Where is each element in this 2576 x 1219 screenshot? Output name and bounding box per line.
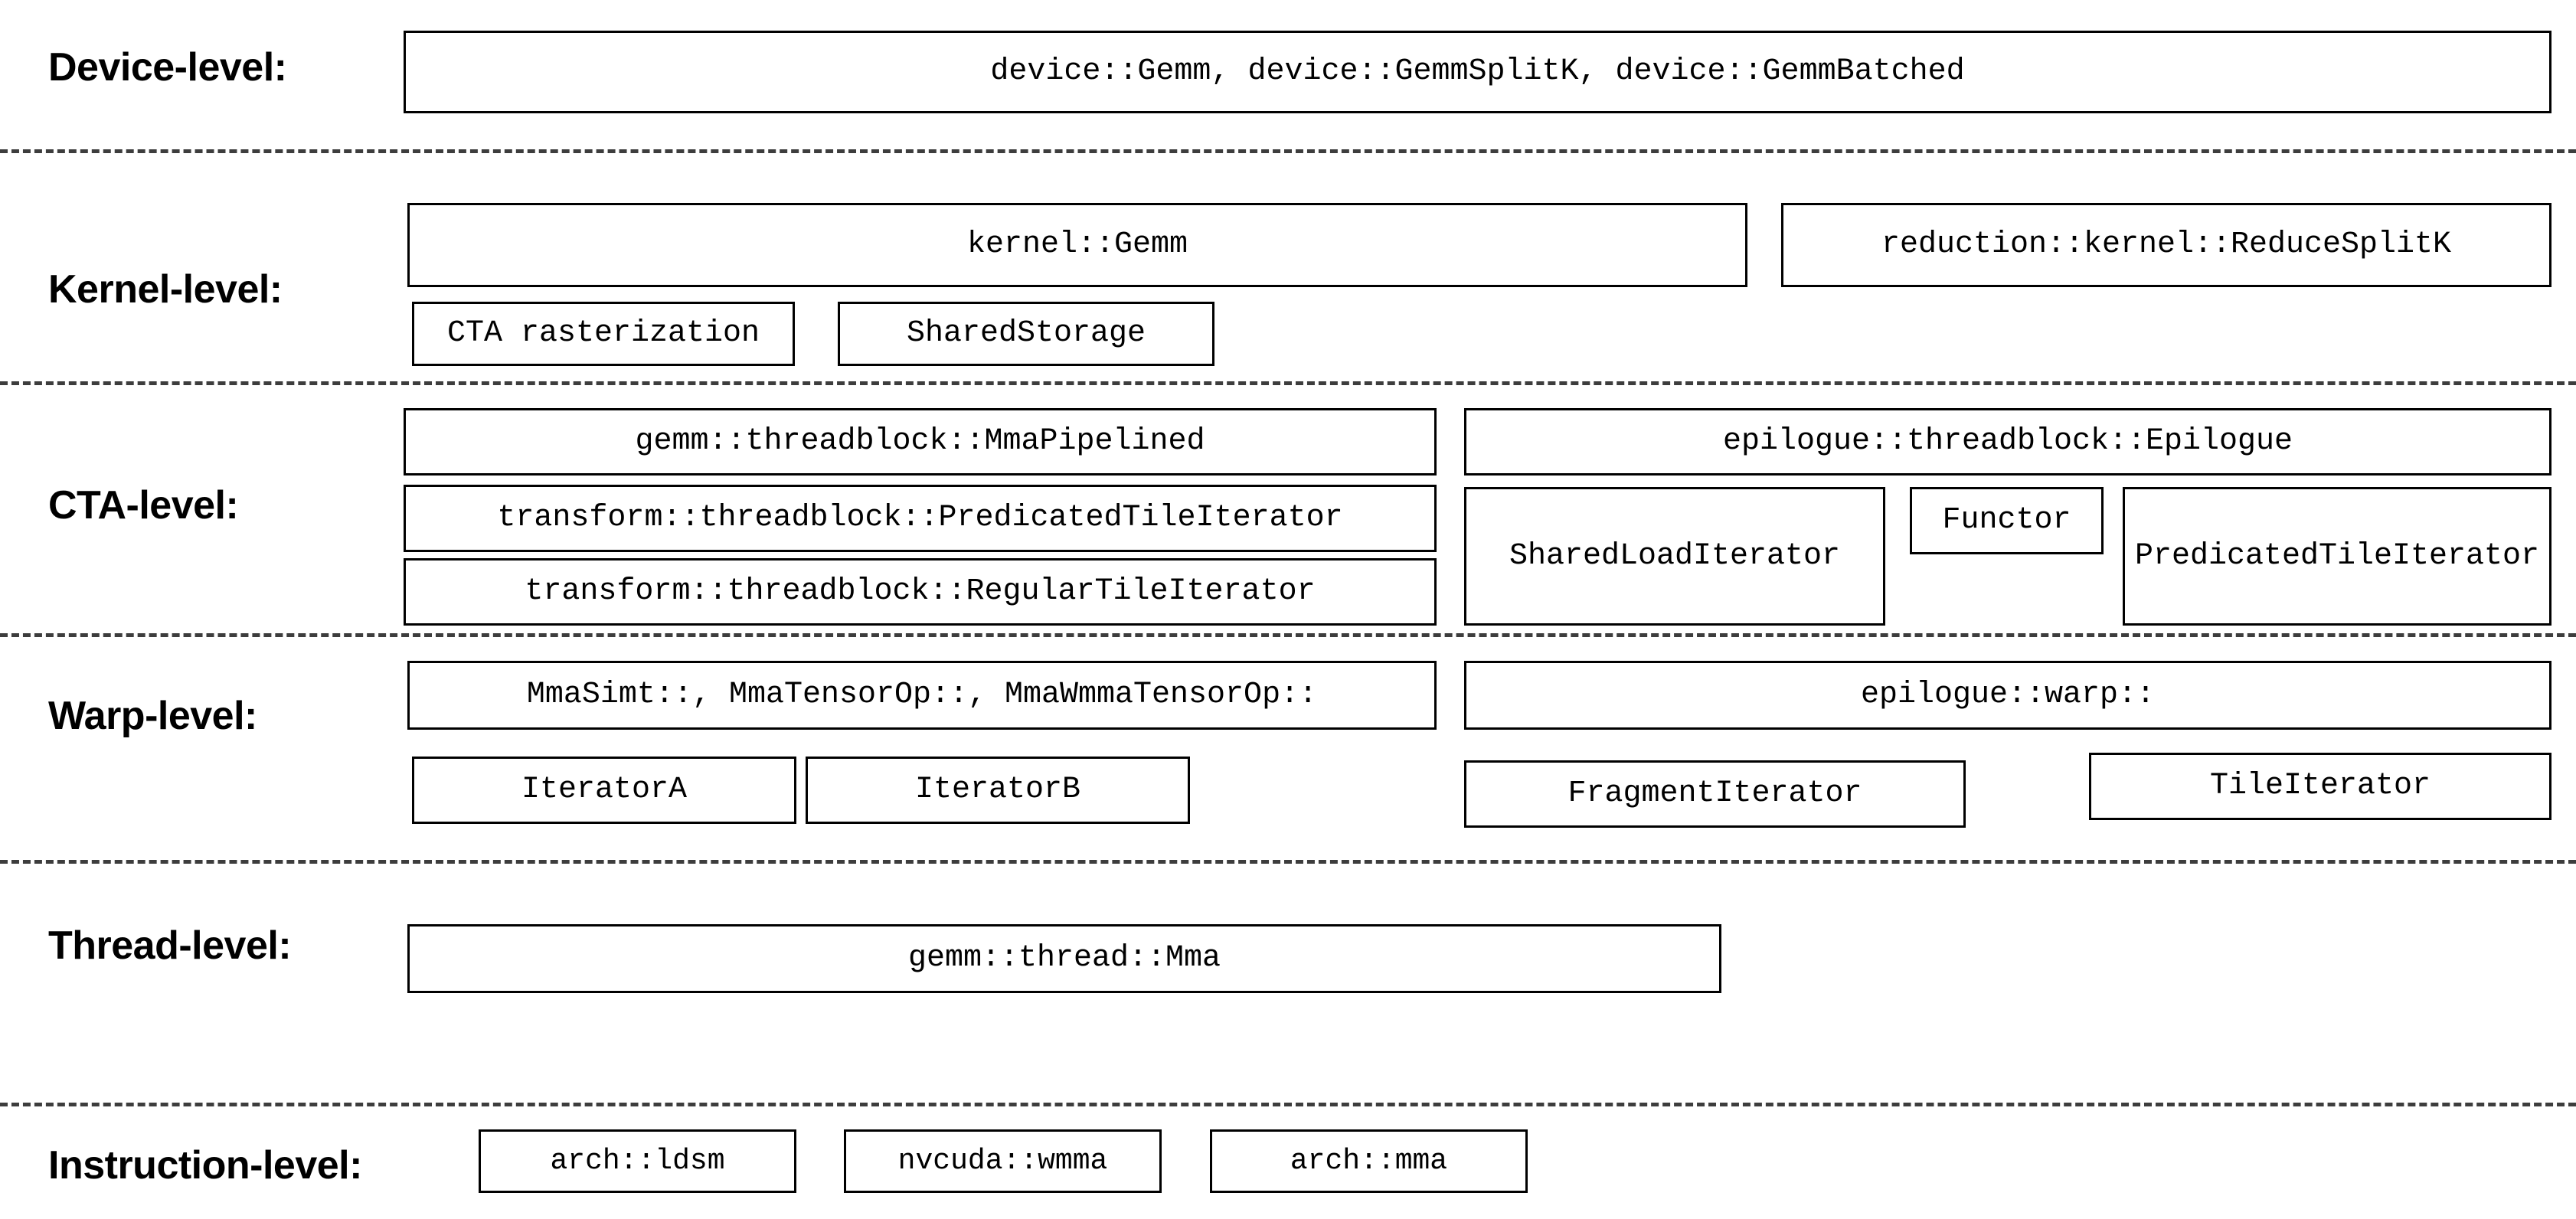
row-label-warp-level: Warp-level: <box>48 694 257 738</box>
nvcuda-wmma-box-label: nvcuda::wmma <box>897 1144 1108 1178</box>
gemm-threadblock-mmapipelined-box-label: gemm::threadblock::MmaPipelined <box>635 424 1205 459</box>
transform-threadblock-regulartileiterator-box-label: transform::threadblock::RegularTileItera… <box>525 574 1316 609</box>
transform-threadblock-predicatedtileiterator-box[interactable]: transform::threadblock::PredicatedTileIt… <box>404 485 1437 552</box>
mma-variants-box-label: MmaSimt::, MmaTensorOp::, MmaWmmaTensorO… <box>526 678 1318 712</box>
functor-box[interactable]: Functor <box>1910 487 2104 554</box>
epilogue-threadblock-epilogue-box[interactable]: epilogue::threadblock::Epilogue <box>1464 408 2551 476</box>
gemm-threadblock-mmapipelined-box[interactable]: gemm::threadblock::MmaPipelined <box>404 408 1437 476</box>
row-label-thread-level: Thread-level: <box>48 923 292 968</box>
sharedstorage-box-label: SharedStorage <box>906 316 1146 351</box>
divider-thread-instruction <box>0 1103 2576 1106</box>
reduction-reducesplitk-box[interactable]: reduction::kernel::ReduceSplitK <box>1781 203 2551 287</box>
iteratorb-box-label: IteratorB <box>914 773 1081 807</box>
tileiterator-box[interactable]: TileIterator <box>2089 753 2551 820</box>
epilogue-warp-box[interactable]: epilogue::warp:: <box>1464 661 2551 730</box>
device-gemm-box-label: device::Gemm, device::GemmSplitK, device… <box>990 54 1965 89</box>
fragmentiterator-box-label: FragmentIterator <box>1568 776 1862 811</box>
row-label-cta-level: CTA-level: <box>48 483 239 528</box>
divider-kernel-cta <box>0 381 2576 385</box>
epilogue-threadblock-epilogue-box-label: epilogue::threadblock::Epilogue <box>1722 424 2293 459</box>
kernel-gemm-box[interactable]: kernel::Gemm <box>407 203 1747 287</box>
arch-mma-box-label: arch::mma <box>1290 1144 1448 1178</box>
arch-mma-box[interactable]: arch::mma <box>1210 1129 1528 1193</box>
gemm-thread-mma-box[interactable]: gemm::thread::Mma <box>407 924 1721 993</box>
transform-threadblock-predicatedtileiterator-box-label: transform::threadblock::PredicatedTileIt… <box>497 501 1343 535</box>
transform-threadblock-regulartileiterator-box[interactable]: transform::threadblock::RegularTileItera… <box>404 558 1437 626</box>
cta-rasterization-box[interactable]: CTA rasterization <box>412 302 795 366</box>
functor-box-label: Functor <box>1942 503 2071 538</box>
tileiterator-box-label: TileIterator <box>2209 769 2431 803</box>
iteratorb-box[interactable]: IteratorB <box>806 757 1190 824</box>
sharedstorage-box[interactable]: SharedStorage <box>838 302 1214 366</box>
divider-device-kernel <box>0 149 2576 153</box>
divider-warp-thread <box>0 860 2576 864</box>
kernel-gemm-box-label: kernel::Gemm <box>966 227 1188 262</box>
device-gemm-box[interactable]: device::Gemm, device::GemmSplitK, device… <box>404 31 2551 113</box>
row-label-instruction-level: Instruction-level: <box>48 1143 362 1188</box>
divider-cta-warp <box>0 633 2576 637</box>
cta-rasterization-box-label: CTA rasterization <box>446 316 760 351</box>
fragmentiterator-box[interactable]: FragmentIterator <box>1464 760 1966 828</box>
predicatedtileiterator-box[interactable]: PredicatedTileIterator <box>2123 487 2551 626</box>
reduction-reducesplitk-box-label: reduction::kernel::ReduceSplitK <box>1881 227 2452 262</box>
arch-ldsm-box-label: arch::ldsm <box>550 1144 725 1178</box>
row-label-kernel-level: Kernel-level: <box>48 267 283 312</box>
row-label-device-level: Device-level: <box>48 45 287 90</box>
mma-variants-box[interactable]: MmaSimt::, MmaTensorOp::, MmaWmmaTensorO… <box>407 661 1437 730</box>
iteratora-box-label: IteratorA <box>521 773 688 807</box>
gemm-thread-mma-box-label: gemm::thread::Mma <box>907 941 1221 976</box>
iteratora-box[interactable]: IteratorA <box>412 757 796 824</box>
predicatedtileiterator-box-label: PredicatedTileIterator <box>2134 538 2540 574</box>
nvcuda-wmma-box[interactable]: nvcuda::wmma <box>844 1129 1162 1193</box>
epilogue-warp-box-label: epilogue::warp:: <box>1860 678 2156 712</box>
arch-ldsm-box[interactable]: arch::ldsm <box>479 1129 796 1193</box>
sharedloaditerator-box[interactable]: SharedLoadIterator <box>1464 487 1885 626</box>
sharedloaditerator-box-label: SharedLoadIterator <box>1509 538 1841 574</box>
